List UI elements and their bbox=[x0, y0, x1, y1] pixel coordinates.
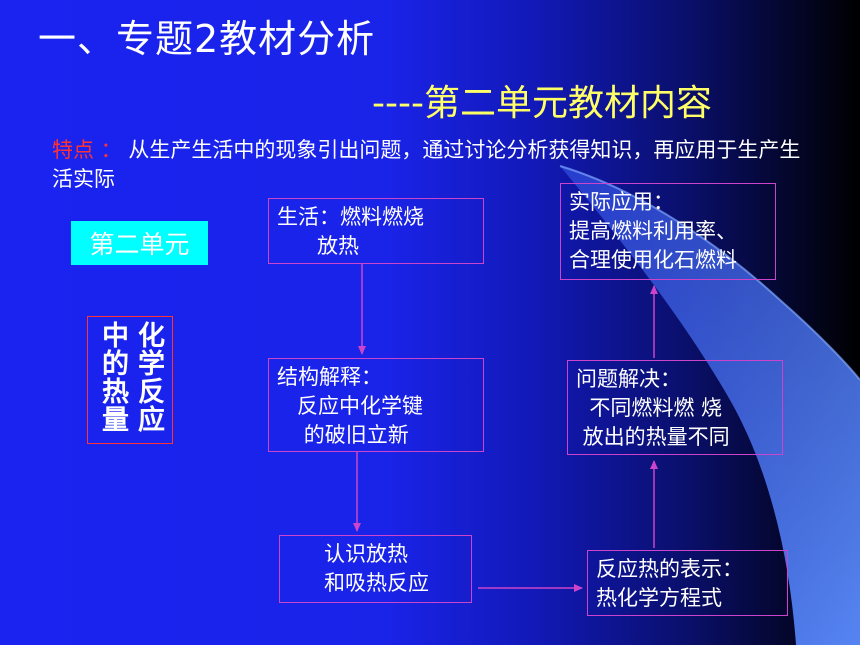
features-label: 特点 bbox=[52, 138, 94, 162]
vertical-topic-col1: 化学反应 bbox=[133, 321, 164, 433]
flow-box-text: 问题解决： bbox=[576, 367, 681, 391]
flow-box-text: 认识放热 bbox=[324, 542, 408, 566]
page-subtitle: ----第二单元教材内容 bbox=[372, 83, 712, 124]
flow-box-text: 不同燃料燃 烧 bbox=[576, 396, 723, 420]
vertical-topic-col2: 中的热量 bbox=[97, 321, 128, 433]
flow-box-text: 和吸热反应 bbox=[324, 571, 429, 595]
flow-box-application: 实际应用： 提高燃料利用率、 合理使用化石燃料 bbox=[560, 183, 776, 280]
flow-box-text: 放出的热量不同 bbox=[576, 425, 730, 449]
vertical-topic-box: 化学反应 中的热量 bbox=[87, 316, 173, 444]
flow-box-text: 热化学方程式 bbox=[596, 586, 722, 610]
flow-box-text: 生活：燃料燃烧 bbox=[277, 205, 424, 229]
features-paragraph: 特点 ： 从生产生活中的现象引出问题，通过讨论分析获得知识，再应用于生产生活实际 bbox=[52, 136, 812, 194]
flow-box-text: 实际应用： bbox=[569, 190, 674, 214]
flow-box-problem: 问题解决： 不同燃料燃 烧 放出的热量不同 bbox=[567, 360, 783, 455]
unit-badge: 第二单元 bbox=[71, 221, 208, 265]
flow-box-text: 反应中化学键 bbox=[277, 394, 424, 418]
flow-box-text: 提高燃料利用率、 bbox=[569, 219, 737, 243]
flow-box-text: 放热 bbox=[277, 234, 360, 258]
features-text: 从生产生活中的现象引出问题，通过讨论分析获得知识，再应用于生产生活实际 bbox=[52, 138, 801, 191]
flow-box-text: 结构解释： bbox=[277, 365, 382, 389]
flow-box-text: 的破旧立新 bbox=[277, 423, 409, 447]
flow-box-life: 生活：燃料燃烧 放热 bbox=[268, 198, 484, 264]
flow-box-text: 合理使用化石燃料 bbox=[569, 248, 737, 272]
flow-box-expression: 反应热的表示： 热化学方程式 bbox=[587, 550, 788, 616]
features-separator: ： bbox=[94, 138, 129, 162]
page-title: 一、专题2教材分析 bbox=[38, 17, 376, 61]
flow-box-text: 反应热的表示： bbox=[596, 557, 743, 581]
flow-box-recognize: 认识放热 和吸热反应 bbox=[279, 535, 472, 603]
flow-box-structure: 结构解释： 反应中化学键 的破旧立新 bbox=[268, 358, 484, 452]
